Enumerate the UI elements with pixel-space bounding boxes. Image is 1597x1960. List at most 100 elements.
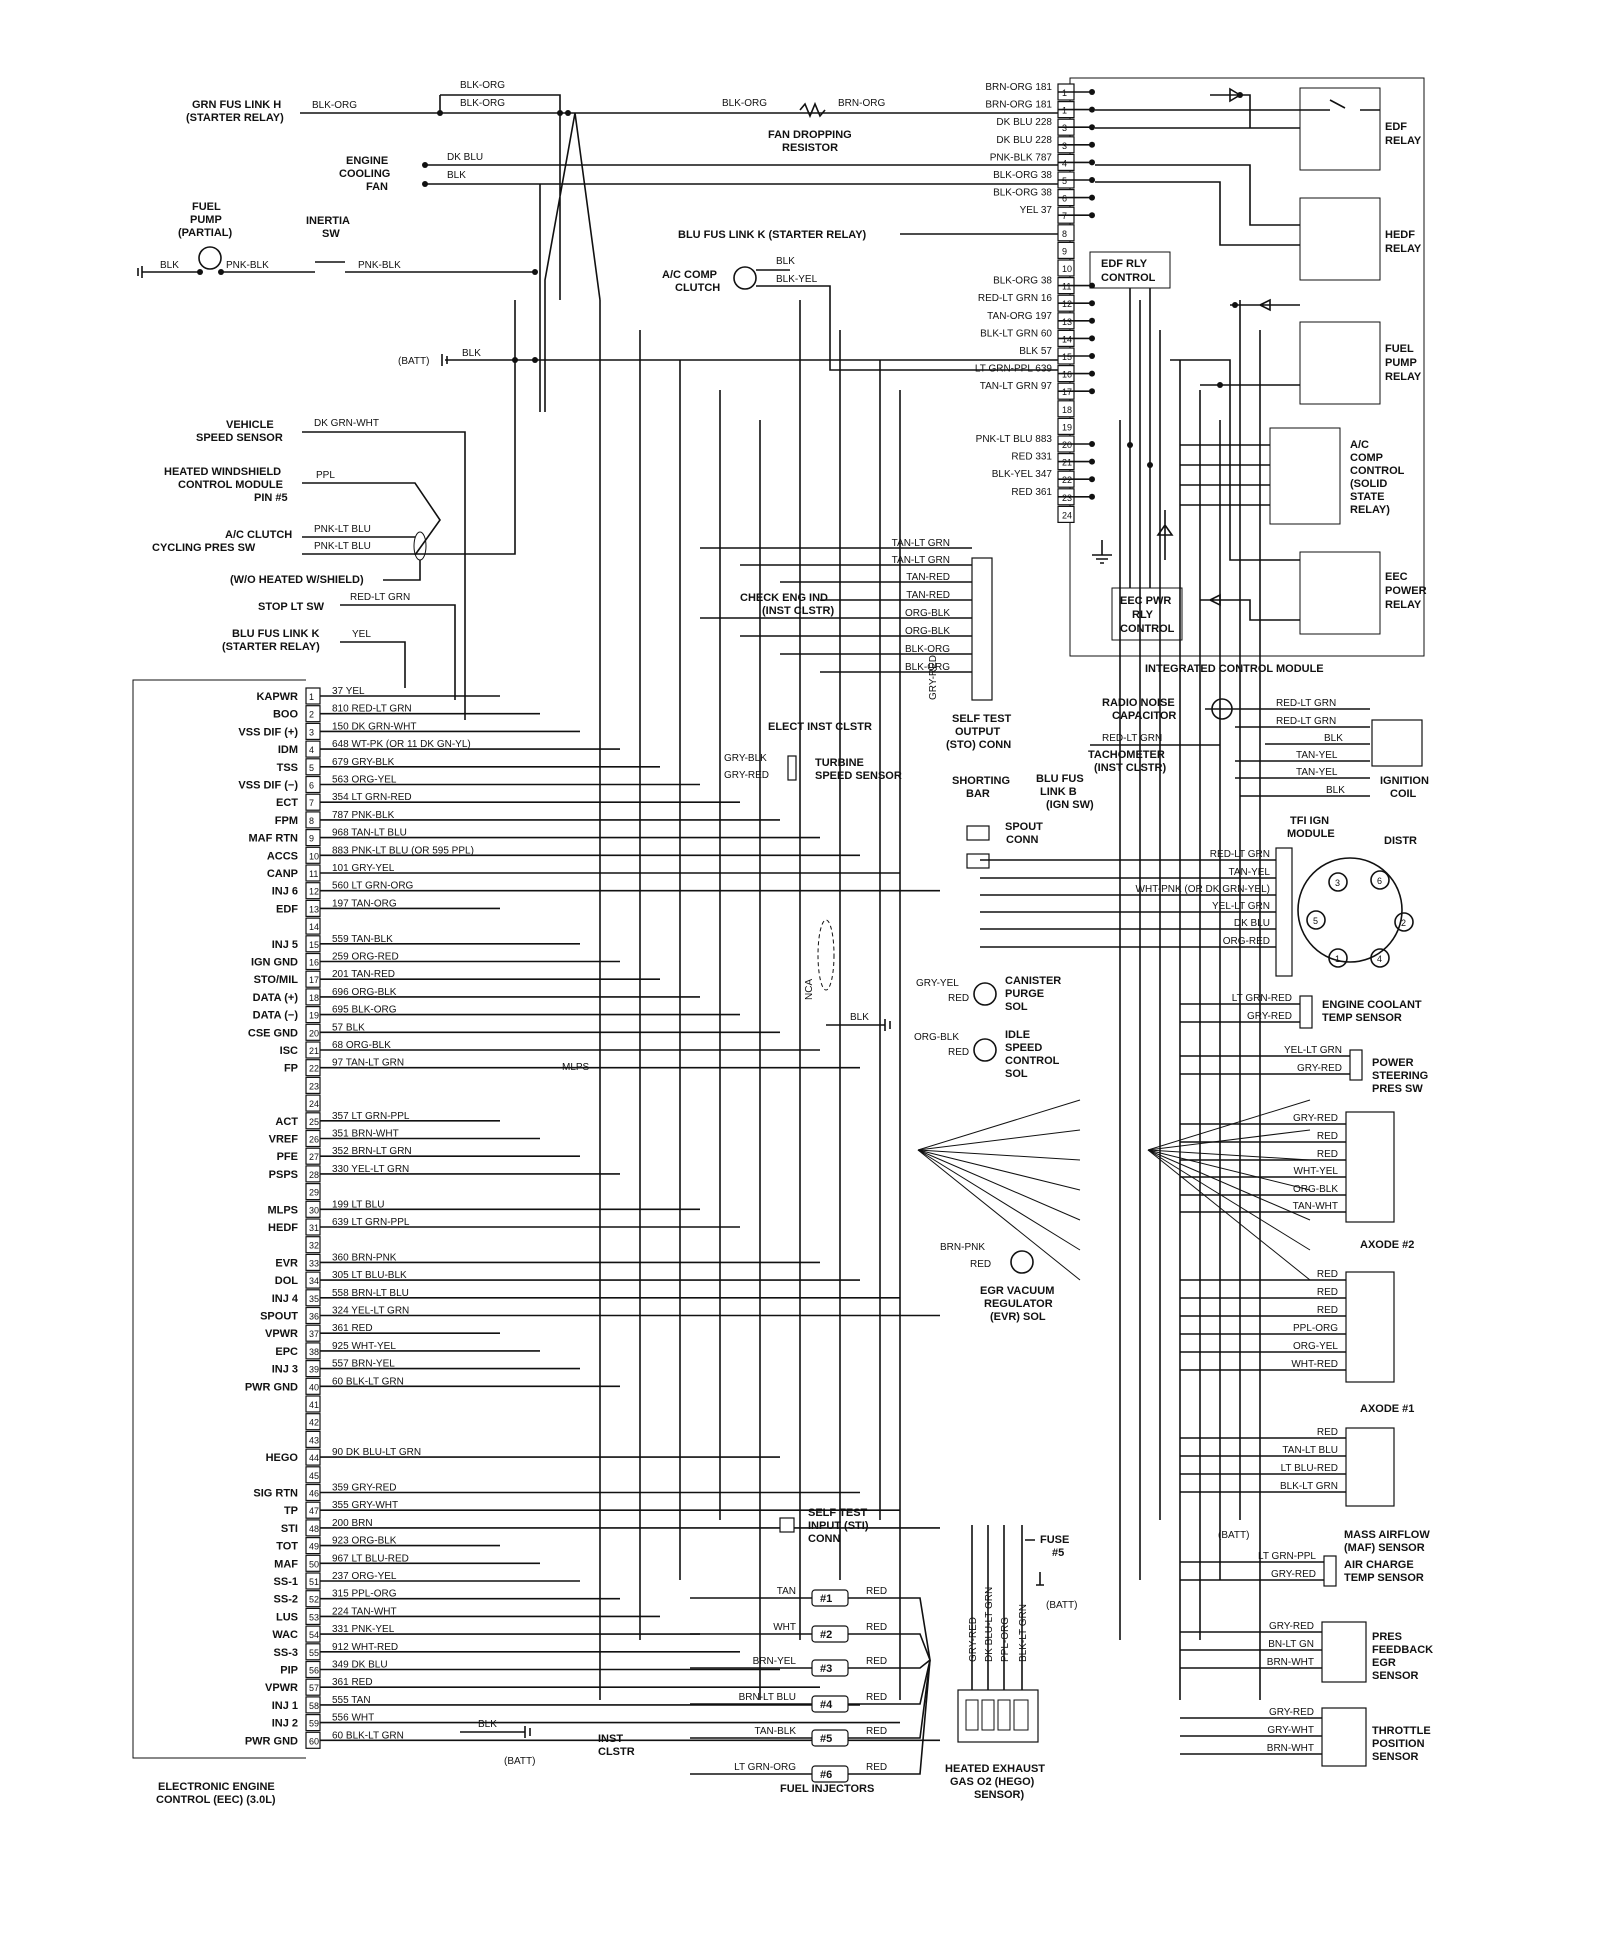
eec-pin-name: HEGO <box>266 1452 299 1464</box>
eec-pin-name: FPM <box>275 815 298 827</box>
fan-dropping-resistor-symbol <box>799 101 826 119</box>
fuel-injector <box>811 1729 849 1747</box>
radio-noise-1: RADIO NOISE <box>1102 697 1175 709</box>
icm-pin-wire: BLK-ORG 38 <box>993 188 1052 199</box>
red-lt-grn-coil-2: RED-LT GRN <box>1276 716 1336 727</box>
maf-batt-label: (BATT) <box>1218 1530 1249 1541</box>
eec-pin-name: SS-3 <box>274 1647 298 1659</box>
red-lt-grn-coil-3: RED-LT GRN <box>1102 733 1162 744</box>
eec-pin-name: ISC <box>280 1045 298 1057</box>
org-blk-idle-wire: ORG-BLK <box>914 1032 959 1043</box>
eec-pin-number: 1 <box>309 692 314 702</box>
psps-switch-label: STEERING <box>1372 1070 1428 1082</box>
blk-org-wire-label: BLK-ORG <box>312 100 357 111</box>
eec-pin-name: STO/MIL <box>254 974 299 986</box>
distributor-terminal-number: 5 <box>1313 916 1318 926</box>
injector-wire-label: WHT <box>773 1622 796 1633</box>
distributor-terminal <box>1328 948 1348 968</box>
heated-windshield-2: CONTROL MODULE <box>178 479 283 491</box>
blu-fus-link-b-3: (IGN SW) <box>1046 799 1094 811</box>
pfe-sensor-wire-label: BN-LT GN <box>1268 1639 1314 1650</box>
eec-pin-name: STI <box>281 1523 298 1535</box>
batt-eec-gnd: (BATT) <box>504 1756 535 1767</box>
icm-pin-wire: TAN-LT GRN 97 <box>980 381 1053 392</box>
eec-pin-name: CSE GND <box>248 1027 298 1039</box>
eec-pin-wire: 695 BLK-ORG <box>332 1005 397 1016</box>
axode-1-wire-label: RED <box>1317 1287 1338 1298</box>
left-sensor-section: VEHICLE SPEED SENSOR DK GRN-WHT HEATED W… <box>152 300 516 720</box>
eec-title-2: CONTROL (EEC) (3.0L) <box>156 1794 276 1806</box>
elect-inst-clstr: ELECT INST CLSTR <box>768 721 872 733</box>
tfi-wire-label: WHT-PNK (OR DK GRN-YEL) <box>1136 884 1270 895</box>
axode-2-wire-label: RED <box>1317 1149 1338 1160</box>
fan-dropping-resistor-2: RESISTOR <box>782 142 838 154</box>
ac-comp-control-label: A/C COMP CONTROL (SOLID STATE RELAY) <box>1350 439 1405 516</box>
fuel-injectors-title: FUEL INJECTORS <box>780 1783 874 1795</box>
eec-pin-number: 22 <box>309 1064 319 1074</box>
inertia-sw-2: SW <box>322 228 340 240</box>
eec-pin-name: INJ 2 <box>272 1718 298 1730</box>
blu-fus-link-k-1: BLU FUS LINK K <box>232 628 319 640</box>
edf-relay-box <box>1299 87 1381 171</box>
eec-pin-wire: 679 GRY-BLK <box>332 757 395 768</box>
blk-coil-2: BLK <box>1326 785 1345 796</box>
ac-comp-clutch-2: CLUTCH <box>675 282 720 294</box>
hedf-relay-label-2: RELAY <box>1385 243 1422 255</box>
eec-pin-name: TP <box>284 1505 298 1517</box>
red-lt-grn-stop-wire: RED-LT GRN <box>350 592 410 603</box>
eec-pin-name: ACCS <box>267 850 298 862</box>
sto-wire-label: ORG-BLK <box>905 608 950 619</box>
injector-wire-label: LT GRN-ORG <box>734 1762 796 1773</box>
sto-connector <box>971 557 993 701</box>
right-components: RADIO NOISE CAPACITOR RED-LT GRN RED-LT … <box>980 697 1433 1767</box>
idle-speed-2: SPEED <box>1005 1042 1042 1054</box>
eec-pin-wire: 555 TAN <box>332 1695 371 1706</box>
eec-pin-wire: 237 ORG-YEL <box>332 1571 397 1582</box>
tachometer-1: TACHOMETER <box>1088 749 1165 761</box>
yel-wire: YEL <box>352 629 371 640</box>
eec-pin-number: 44 <box>309 1453 319 1463</box>
icm-pin <box>1057 400 1075 418</box>
brn-org-wire: BRN-ORG <box>838 98 885 109</box>
eec-pin <box>305 917 321 935</box>
axode-2-label: AXODE #2 <box>1360 1239 1414 1251</box>
injector-number: #2 <box>820 1629 832 1641</box>
maf-sensor-connector <box>1345 1427 1395 1507</box>
eec-pin-wire: 352 BRN-LT GRN <box>332 1146 412 1157</box>
eec-pin-name: VREF <box>269 1134 299 1146</box>
eec-pin-wire: 97 TAN-LT GRN <box>332 1058 404 1069</box>
fuel-pump-3: (PARTIAL) <box>178 227 233 239</box>
eec-pin <box>305 1430 321 1449</box>
eec-pin-name: INJ 3 <box>272 1364 298 1376</box>
injector-number: #4 <box>820 1699 833 1711</box>
icm-pin-wire: TAN-ORG 197 <box>987 311 1052 322</box>
icm-pin-number: 15 <box>1062 352 1072 362</box>
eec-pin-wire: 330 YEL-LT GRN <box>332 1164 409 1175</box>
eec-pin-number: 27 <box>309 1152 319 1162</box>
eec-power-relay-2: POWER <box>1385 585 1427 597</box>
ac-comp-control-box <box>1269 427 1341 525</box>
tps-sensor-connector <box>1321 1707 1367 1767</box>
maf-sensor-wire-label: TAN-LT BLU <box>1282 1445 1338 1456</box>
eec-pin-wire: 224 TAN-WHT <box>332 1606 397 1617</box>
eec-pin-number: 3 <box>309 727 314 737</box>
heated-windshield-1: HEATED WINDSHIELD <box>164 466 281 478</box>
distributor-terminal <box>1328 872 1348 892</box>
ac-comp-control-5: STATE <box>1350 491 1384 503</box>
eec-pin-wire: 968 TAN-LT BLU <box>332 828 407 839</box>
eec-pin-name: VSS DIF (+) <box>238 726 298 738</box>
eec-pin-wire: 201 TAN-RED <box>332 969 395 980</box>
eec-pin-name: EDF <box>276 903 298 915</box>
eec-pin-number: 56 <box>309 1666 319 1676</box>
eec-pin-number: 23 <box>309 1081 319 1091</box>
eec-pin-number: 51 <box>309 1577 319 1587</box>
ac-comp-control-2: COMP <box>1350 452 1383 464</box>
eec-pin-name: VPWR <box>265 1682 298 1694</box>
grn-fus-link-h-sub: (STARTER RELAY) <box>186 112 284 124</box>
eec-pin-number: 53 <box>309 1612 319 1622</box>
tps-sensor-label: THROTTLE <box>1372 1725 1431 1737</box>
eec-pin <box>305 1413 321 1431</box>
eec-pin-name: TSS <box>277 762 298 774</box>
idle-speed-3: CONTROL <box>1005 1055 1060 1067</box>
top-left-section: GRN FUS LINK H (STARTER RELAY) BLK-ORG B… <box>137 80 1058 412</box>
